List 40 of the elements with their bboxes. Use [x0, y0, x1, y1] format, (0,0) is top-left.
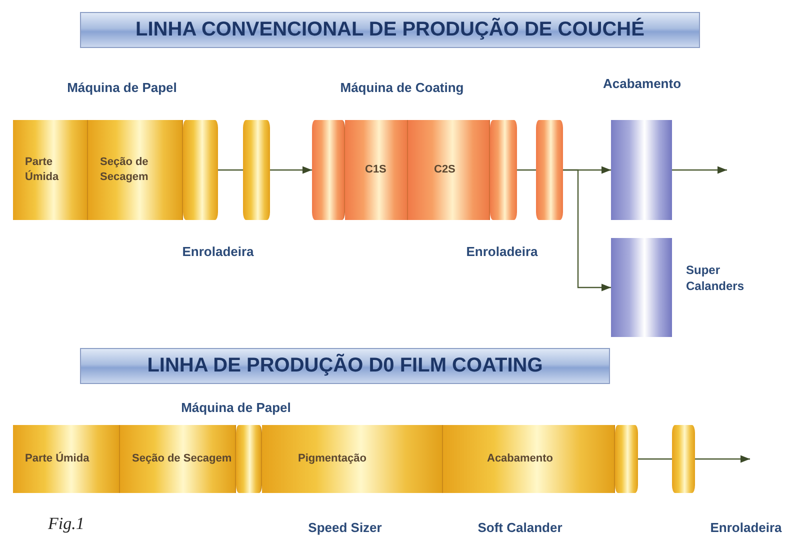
roller-cylinder	[236, 425, 262, 493]
arrow	[695, 455, 750, 463]
figure-caption: Fig.1	[48, 514, 84, 534]
roller-cylinder	[243, 120, 270, 220]
roller-cylinder	[536, 120, 563, 220]
part-caption: Enroladeira	[182, 244, 254, 259]
roller-cylinder	[615, 425, 638, 493]
machine-section	[88, 120, 183, 220]
title-banner	[80, 12, 700, 48]
roller-cylinder	[183, 120, 218, 220]
machine-heading: Máquina de Papel	[181, 400, 291, 415]
machine-heading: Máquina de Coating	[340, 80, 464, 95]
part-caption: Enroladeira	[710, 520, 782, 535]
arrow	[672, 166, 727, 174]
part-caption: Soft Calander	[478, 520, 562, 535]
arrow	[270, 166, 312, 174]
machine-section	[408, 120, 490, 220]
section-label: Super Calanders	[686, 262, 746, 294]
banner-title: LINHA DE PRODUÇÃO D0 FILM COATING	[146, 354, 544, 378]
roller-cylinder	[312, 120, 345, 220]
banner-title: LINHA CONVENCIONAL DE PRODUÇÃO DE COUCHÉ	[134, 18, 646, 42]
machine-section	[262, 425, 443, 493]
part-caption: Speed Sizer	[308, 520, 382, 535]
part-caption: Enroladeira	[466, 244, 538, 259]
arrow	[563, 169, 611, 292]
roller-cylinder	[672, 425, 695, 493]
section-label: C2S	[434, 162, 456, 178]
machine-section	[13, 425, 120, 493]
roller-cylinder	[490, 120, 517, 220]
section-heading: Acabamento	[603, 76, 682, 92]
machine-section	[345, 120, 408, 220]
machine-heading: Máquina de Papel	[67, 80, 177, 95]
section-label: Pigmentação	[298, 452, 368, 466]
machine-section	[120, 425, 236, 493]
machine-section	[13, 120, 88, 220]
section-label: Parte Úmida	[25, 452, 90, 466]
section-label: C1S	[365, 162, 388, 178]
machine-section	[443, 425, 615, 493]
section-label: Acabamento	[487, 452, 554, 466]
title-banner	[80, 348, 610, 384]
